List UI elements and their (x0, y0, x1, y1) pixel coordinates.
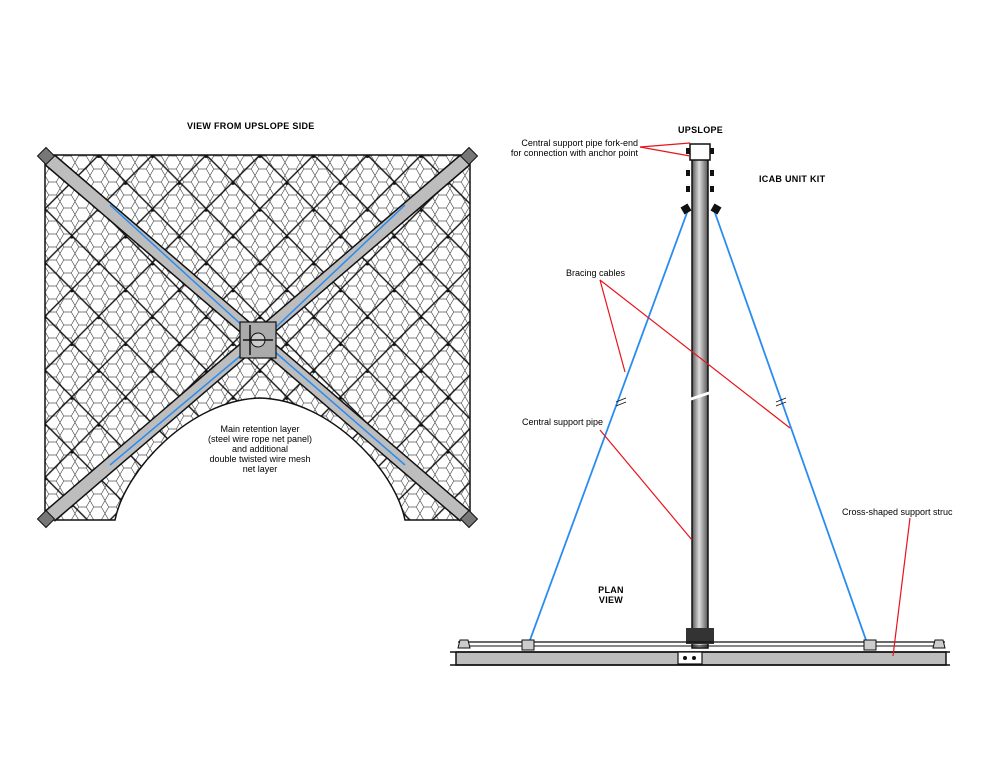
upslope-label: UPSLOPE (678, 125, 724, 135)
net-layer-note: Main retention layer (steel wire rope ne… (195, 424, 325, 474)
central-pipe-callout: Central support pipe (522, 417, 604, 427)
leader-lines (599, 142, 911, 657)
icab-elevation (450, 142, 950, 666)
cross-shaped-support (450, 639, 950, 666)
left-view-title: VIEW FROM UPSLOPE SIDE (187, 121, 315, 131)
plan-view-line: VIEW (598, 595, 624, 605)
note-line: Main retention layer (220, 424, 300, 434)
kit-title: ICAB UNIT KIT (759, 174, 826, 184)
corner-anchors (36, 146, 479, 529)
central-plate (239, 321, 277, 359)
fork-end-callout: Central support pipe fork-end for connec… (506, 138, 638, 158)
panel-border (44, 154, 471, 521)
callout-line: for connection with anchor point (510, 148, 638, 158)
fork-end (689, 143, 711, 161)
note-line: (steel wire rope net panel) (207, 434, 313, 444)
plan-view-label: PLAN VIEW (594, 585, 628, 605)
note-line: double twisted wire mesh (209, 454, 311, 464)
callout-line: Central support pipe fork-end (521, 138, 638, 148)
bracing-cables-plan (109, 204, 406, 466)
net-panel (36, 146, 479, 529)
bracing-cables (529, 209, 867, 641)
plan-view-line: PLAN (598, 585, 624, 595)
note-line: and additional (231, 444, 289, 454)
note-line: net layer (242, 464, 278, 474)
bracing-cables-callout: Bracing cables (566, 268, 626, 278)
cross-support-callout: Cross-shaped support struc (842, 507, 953, 517)
central-support-pipe (691, 157, 709, 649)
